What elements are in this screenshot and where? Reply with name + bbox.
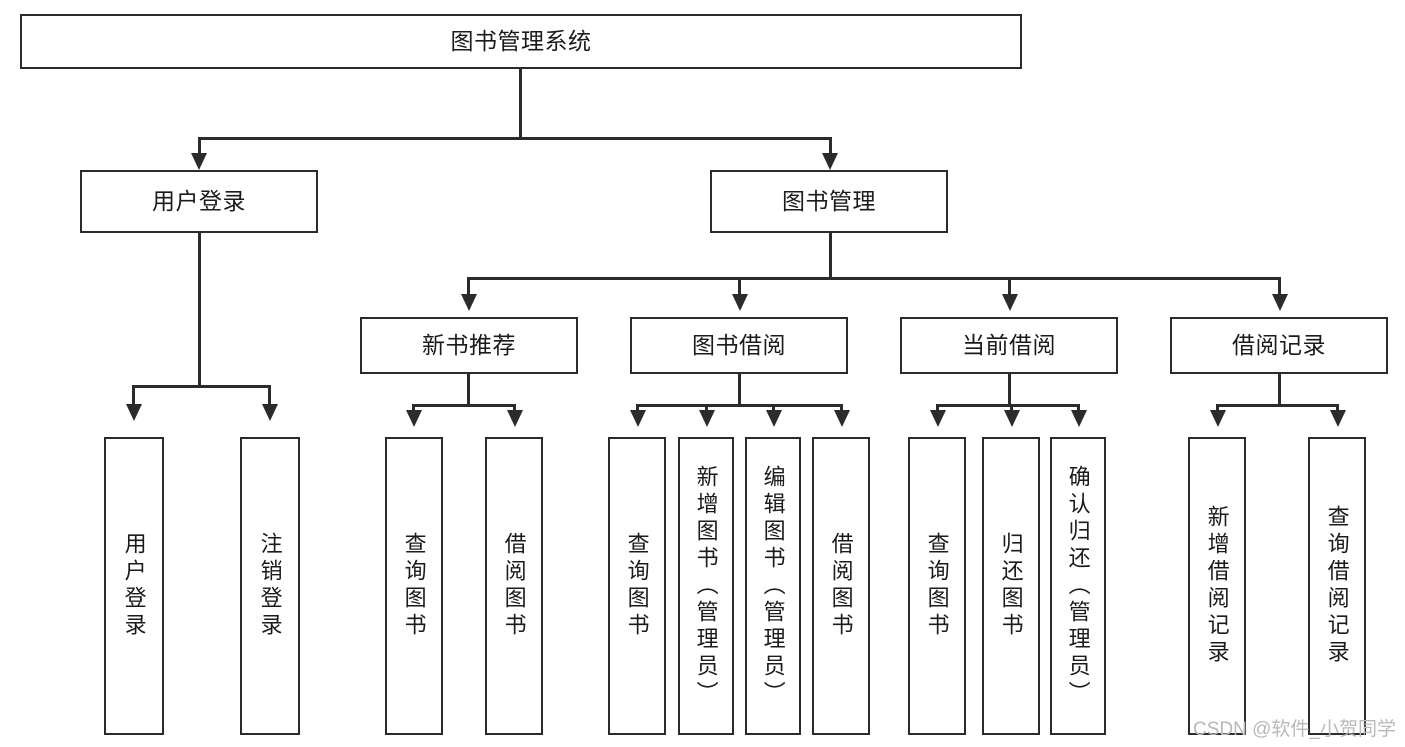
connector-root-to-user-login [198, 137, 201, 157]
node-leaf-query-book-3-label: 查询图书 [924, 532, 950, 640]
node-leaf-query-book-2-label: 查询图书 [624, 532, 650, 640]
connector-cb-drop-3 [1077, 404, 1080, 412]
arrow-to-new-book-rec [461, 294, 477, 311]
connector-book-manage-stem [829, 233, 832, 279]
connector-user-login-bus [132, 385, 270, 388]
connector-nbr-drop-1 [412, 404, 415, 412]
connector-br-stem [1278, 374, 1281, 406]
connector-bb-drop-1 [636, 404, 639, 412]
connector-cb-drop-2 [1010, 404, 1013, 412]
connector-bb-stem [738, 374, 741, 406]
arrow-to-current-borrow [1002, 294, 1018, 311]
arrow-to-user-login [191, 153, 207, 170]
node-leaf-user-logout[interactable]: 注销登录 [240, 437, 300, 735]
arrow-to-leaf-add-borrow-record [1210, 410, 1226, 427]
connector-bb-drop-3 [772, 404, 775, 412]
node-current-borrow[interactable]: 当前借阅 [900, 317, 1118, 374]
arrow-to-leaf-query-book-2 [630, 410, 646, 427]
arrow-to-leaf-borrow-book-1 [507, 410, 523, 427]
node-leaf-user-login[interactable]: 用户登录 [104, 437, 164, 735]
node-leaf-add-book-admin[interactable]: 新增图书（管理员） [678, 437, 734, 735]
connector-bm-drop-3 [1008, 277, 1011, 297]
connector-bm-drop-1 [467, 277, 470, 297]
connector-nbr-bus [412, 404, 516, 407]
arrow-to-leaf-query-book-3 [930, 410, 946, 427]
node-leaf-confirm-return[interactable]: 确认归还（管理员） [1050, 437, 1106, 735]
node-borrow-record[interactable]: 借阅记录 [1170, 317, 1388, 374]
connector-user-login-drop-2 [268, 385, 271, 407]
node-user-login[interactable]: 用户登录 [80, 170, 318, 233]
connector-bm-drop-4 [1278, 277, 1281, 297]
node-borrow-record-label: 借阅记录 [1232, 332, 1326, 359]
arrow-to-leaf-query-book-1 [406, 410, 422, 427]
connector-bm-drop-2 [738, 277, 741, 297]
node-leaf-query-book-3[interactable]: 查询图书 [908, 437, 966, 735]
connector-cb-drop-1 [936, 404, 939, 412]
arrow-to-leaf-query-borrow-record [1330, 410, 1346, 427]
node-leaf-query-book-2[interactable]: 查询图书 [608, 437, 666, 735]
node-leaf-query-borrow-record[interactable]: 查询借阅记录 [1308, 437, 1366, 735]
node-leaf-borrow-book-2[interactable]: 借阅图书 [812, 437, 870, 735]
connector-br-drop-2 [1336, 404, 1339, 412]
connector-cb-bus [936, 404, 1079, 407]
node-leaf-return-book[interactable]: 归还图书 [982, 437, 1040, 735]
arrow-to-leaf-confirm-return [1071, 410, 1087, 427]
node-leaf-query-book-1[interactable]: 查询图书 [385, 437, 443, 735]
node-book-manage-label: 图书管理 [782, 188, 876, 215]
node-book-manage[interactable]: 图书管理 [710, 170, 948, 233]
connector-book-manage-bus [467, 277, 1281, 280]
connector-nbr-stem [467, 374, 470, 406]
arrow-to-leaf-edit-book-admin [766, 410, 782, 427]
csdn-watermark: CSDN @软件_小贺同学 [1193, 719, 1396, 740]
arrow-to-leaf-borrow-book-2 [834, 410, 850, 427]
arrow-to-leaf-add-book-admin [699, 410, 715, 427]
arrow-to-book-manage [822, 153, 838, 170]
connector-bb-drop-2 [705, 404, 708, 412]
connector-cb-stem [1008, 374, 1011, 406]
node-root[interactable]: 图书管理系统 [20, 14, 1022, 69]
node-leaf-confirm-return-label: 确认归还（管理员） [1065, 464, 1091, 708]
node-leaf-borrow-book-1[interactable]: 借阅图书 [485, 437, 543, 735]
connector-root-bus [198, 137, 832, 140]
connector-bb-drop-4 [840, 404, 843, 412]
connector-nbr-drop-2 [513, 404, 516, 412]
node-new-book-rec[interactable]: 新书推荐 [360, 317, 578, 374]
node-leaf-borrow-book-2-label: 借阅图书 [828, 532, 854, 640]
connector-root-to-book-manage [829, 137, 832, 157]
node-root-label: 图书管理系统 [450, 28, 592, 55]
connector-user-login-drop-1 [132, 385, 135, 407]
arrow-to-leaf-user-login [126, 404, 142, 421]
node-leaf-query-book-1-label: 查询图书 [401, 532, 427, 640]
arrow-to-book-borrow [732, 294, 748, 311]
node-new-book-rec-label: 新书推荐 [422, 332, 516, 359]
node-leaf-user-logout-label: 注销登录 [257, 532, 283, 640]
arrow-to-leaf-user-logout [262, 404, 278, 421]
arrow-to-borrow-record [1272, 294, 1288, 311]
node-book-borrow[interactable]: 图书借阅 [630, 317, 848, 374]
node-leaf-user-login-label: 用户登录 [121, 532, 147, 640]
node-current-borrow-label: 当前借阅 [962, 332, 1056, 359]
node-leaf-borrow-book-1-label: 借阅图书 [501, 532, 527, 640]
connector-br-drop-1 [1216, 404, 1219, 412]
node-leaf-query-borrow-record-label: 查询借阅记录 [1324, 505, 1350, 667]
connector-root-stem [519, 69, 522, 139]
connector-bb-bus [636, 404, 842, 407]
arrow-to-leaf-return-book [1004, 410, 1020, 427]
node-leaf-add-book-admin-label: 新增图书（管理员） [693, 464, 719, 708]
node-book-borrow-label: 图书借阅 [692, 332, 786, 359]
node-leaf-add-borrow-record-label: 新增借阅记录 [1204, 505, 1230, 667]
node-user-login-label: 用户登录 [152, 188, 246, 215]
node-leaf-add-borrow-record[interactable]: 新增借阅记录 [1188, 437, 1246, 735]
node-leaf-edit-book-admin-label: 编辑图书（管理员） [760, 464, 786, 708]
connector-user-login-stem [198, 233, 201, 387]
node-leaf-edit-book-admin[interactable]: 编辑图书（管理员） [745, 437, 801, 735]
connector-br-bus [1216, 404, 1338, 407]
node-leaf-return-book-label: 归还图书 [998, 532, 1024, 640]
